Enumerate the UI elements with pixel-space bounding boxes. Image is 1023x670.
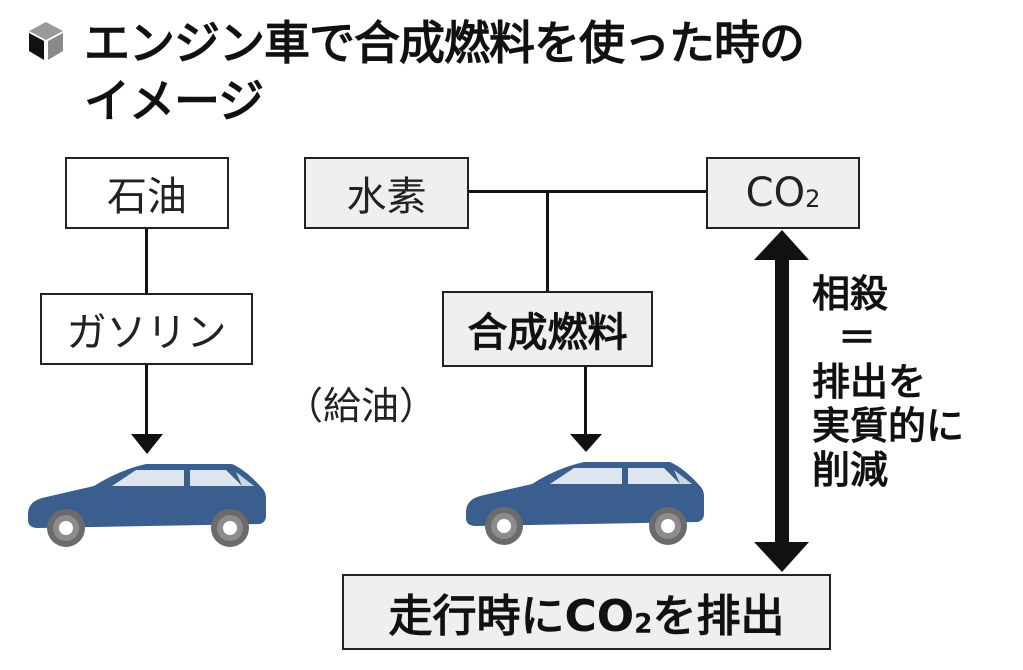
hydrogen-box: 水素 bbox=[304, 157, 469, 229]
offset-note-line: ＝ bbox=[838, 316, 877, 360]
connector-to-synthetic-fuel-line bbox=[546, 190, 549, 292]
synthetic-fuel-to-car-line bbox=[584, 367, 587, 437]
offset-note-line: 排出を bbox=[812, 360, 927, 404]
car-icon bbox=[466, 462, 704, 545]
offset-note: 相殺 ＝ 排出を 実質的に 削減 bbox=[812, 272, 964, 492]
co2-box: CO2 bbox=[706, 157, 860, 229]
gasoline-box: ガソリン bbox=[40, 293, 253, 365]
oil-to-gasoline-line bbox=[145, 229, 148, 294]
hydrogen-co2-connector bbox=[469, 190, 706, 193]
arrow-down-icon bbox=[131, 434, 163, 454]
title-line-2: イメージ bbox=[84, 74, 264, 128]
synthetic-fuel-box: 合成燃料 bbox=[442, 291, 653, 367]
oil-box: 石油 bbox=[65, 157, 229, 229]
offset-note-line: 相殺 bbox=[812, 272, 889, 316]
hydrogen-label: 水素 bbox=[346, 174, 427, 220]
synthetic-fuel-label: 合成燃料 bbox=[467, 310, 628, 356]
emission-label: 走行時にCO2を排出 bbox=[388, 591, 785, 642]
title-line-1: エンジン車で合成燃料を使った時の bbox=[84, 16, 805, 70]
double-arrow-icon bbox=[754, 230, 809, 572]
car-icon bbox=[28, 464, 266, 547]
gasoline-label: ガソリン bbox=[66, 310, 227, 356]
oil-label: 石油 bbox=[107, 174, 187, 220]
offset-note-line: 削減 bbox=[812, 448, 889, 492]
arrow-down-icon bbox=[570, 434, 602, 452]
offset-note-line: 実質的に bbox=[812, 404, 965, 448]
gasoline-to-car-line bbox=[145, 365, 148, 437]
refuel-label: （給油） bbox=[285, 384, 438, 428]
co2-label: CO2 bbox=[745, 170, 821, 216]
emission-box: 走行時にCO2を排出 bbox=[342, 574, 831, 650]
cube-icon bbox=[29, 22, 63, 60]
